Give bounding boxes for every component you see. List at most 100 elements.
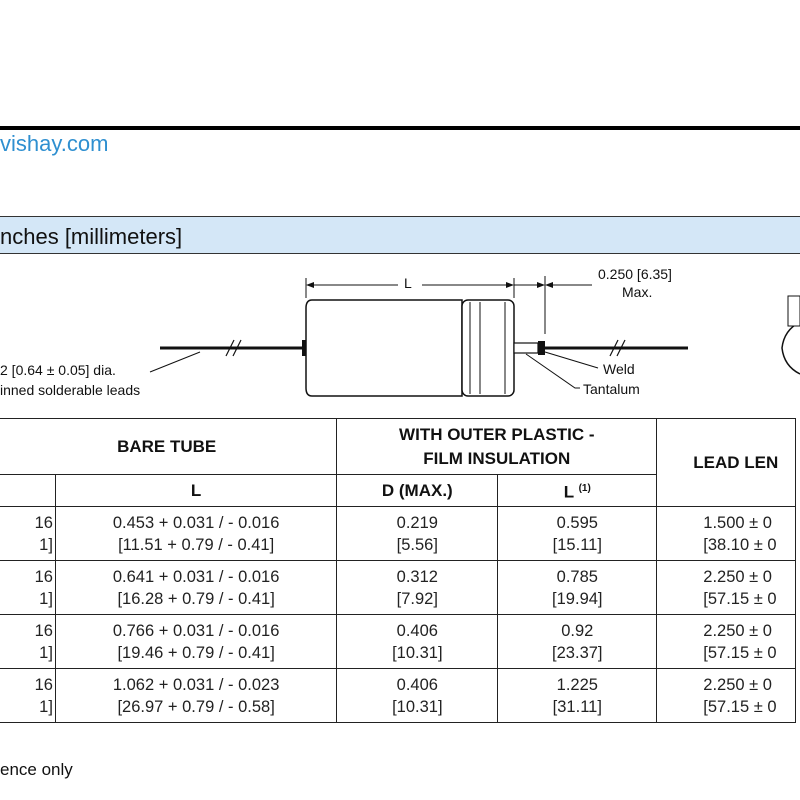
row-l2-inch: 0.92 — [561, 621, 594, 640]
footnote-text: ence only — [0, 760, 73, 779]
row-l-inch: 0.766 + 0.031 / - 0.016 — [112, 621, 280, 640]
section-title: nches [millimeters] — [0, 224, 183, 249]
row-lead-mm: [57.15 ± 0 — [703, 697, 777, 716]
row-l2-cell: 0.595[15.11] — [497, 506, 658, 561]
bare-tube-header: BARE TUBE — [0, 418, 338, 475]
l-arrow-right — [506, 282, 514, 288]
row-l-cell: 1.062 + 0.031 / - 0.023 [26.97 + 0.79 / -… — [54, 668, 338, 723]
row-lead-inch: 1.500 ± 0 — [703, 513, 772, 532]
col0-subheader-empty — [0, 474, 56, 507]
row-dmax-mm: [10.31] — [392, 697, 443, 716]
row-l2-mm: [31.11] — [552, 697, 602, 716]
dim-l-label: L — [404, 275, 412, 291]
row-lead-cell: 2.250 ± 0[57.15 ± 0 — [656, 614, 796, 669]
row-l-cell: 0.453 + 0.031 / - 0.016[11.51 + 0.79 / -… — [54, 506, 338, 561]
end-view-partial — [781, 321, 800, 375]
row-lead-cell: 2.250 ± 0 [57.15 ± 0 — [656, 560, 796, 615]
left-lead-break-2 — [232, 339, 242, 357]
row-col0-top: 16 — [34, 621, 53, 640]
col-l-header: L — [54, 474, 338, 507]
weld-leader — [544, 351, 599, 369]
lead-dia-label: 2 [0.64 ± 0.05] dia. — [0, 362, 116, 378]
row-l-mm: [26.97 + 0.79 / - 0.58] — [117, 697, 275, 716]
row-col0-top: 16 — [34, 675, 53, 694]
row-col0-bottom: 1] — [39, 643, 53, 662]
row-l-inch: 0.453 + 0.031 / - 0.016 — [112, 513, 280, 532]
row-dmax-cell: 0.312 [7.92] — [336, 560, 499, 615]
row-dmax-cell: 0.406 [10.31] — [336, 614, 499, 669]
row-l2-cell: 1.225 [31.11] — [497, 668, 658, 723]
row-lead-cell: 1.500 ± 0 [38.10 ± 0 — [656, 506, 796, 561]
dim-max-value: 0.250 [6.35] — [598, 266, 672, 282]
outer-plastic-header-line2: FILM INSULATION — [423, 448, 571, 468]
weld-label: Weld — [603, 361, 635, 377]
row-dmax-inch: 0.219 — [396, 513, 438, 532]
row-col0-top: 16 — [34, 513, 53, 532]
row-dmax-mm: [5.56] — [396, 535, 438, 554]
row-lead-cell: 2.250 ± 0 [57.15 ± 0 — [656, 668, 796, 723]
row-col0-bottom: 1] — [39, 697, 53, 716]
row-col0-bottom: 1] — [39, 589, 53, 608]
row-l-cell: 0.766 + 0.031 / - 0.016 [19.46 + 0.79 / -… — [54, 614, 338, 669]
row-dmax-mm: [10.31] — [392, 643, 443, 662]
right-lead-break-1 — [609, 339, 619, 357]
table-header-row-2: L D (MAX.) L (1) — [0, 474, 796, 507]
lead-dia-leader — [149, 351, 201, 373]
row-l2-mm: [23.37] — [552, 643, 603, 662]
lead-length-header: LEAD LEN — [656, 418, 796, 507]
row-dmax-inch: 0.312 — [396, 567, 438, 586]
row-l2-inch: 1.225 — [556, 675, 598, 694]
weld-block — [538, 341, 545, 355]
row-lead-inch: 2.250 ± 0 — [703, 567, 772, 586]
tantalum-leader — [525, 353, 580, 389]
col-l2-header: L (1) — [497, 474, 658, 507]
end-view-box — [787, 295, 800, 327]
row-lead-mm: [38.10 ± 0 — [703, 535, 777, 554]
l-arrow-left — [306, 282, 314, 288]
row-l-inch: 0.641 + 0.031 / - 0.016 — [112, 567, 280, 586]
row-lead-mm: [57.15 ± 0 — [703, 589, 777, 608]
capacitor-body — [305, 299, 463, 397]
row-l2-cell: 0.785 [19.94] — [497, 560, 658, 615]
tantalum-stub — [513, 342, 539, 354]
row-dmax-cell: 0.406 [10.31] — [336, 668, 499, 723]
row-l-mm: [16.28 + 0.79 / - 0.41] — [117, 589, 275, 608]
row-col0-bottom: 1] — [39, 535, 53, 554]
max-arrow-left — [537, 282, 545, 288]
dimensions-section-band: nches [millimeters] — [0, 216, 800, 254]
row-dmax-mm: [7.92] — [396, 589, 438, 608]
row-lead-inch: 2.250 ± 0 — [703, 675, 772, 694]
max-arrow-right — [545, 282, 553, 288]
row-l2-mm: [19.94] — [552, 589, 603, 608]
row-dmax-inch: 0.406 — [396, 621, 438, 640]
right-lead-break-2 — [616, 339, 626, 357]
dim-max-label: Max. — [622, 284, 653, 300]
body-left-end — [302, 340, 308, 356]
left-lead-break-1 — [225, 339, 235, 357]
lead-type-label: inned solderable leads — [0, 382, 141, 398]
row-l2-inch: 0.785 — [556, 567, 598, 586]
outer-plastic-header: WITH OUTER PLASTIC - FILM INSULATION — [336, 418, 658, 475]
row-l2-cell: 0.92 [23.37] — [497, 614, 658, 669]
row-l2-mm: [15.11] — [552, 535, 602, 554]
col-dmax-header: D (MAX.) — [336, 474, 499, 507]
row-l-inch: 1.062 + 0.031 / - 0.023 — [112, 675, 280, 694]
table-header-row-1: BARE TUBE WITH OUTER PLASTIC - FILM INSU… — [0, 418, 796, 507]
row-dmax-inch: 0.406 — [396, 675, 438, 694]
row-l-mm: [19.46 + 0.79 / - 0.41] — [117, 643, 275, 662]
vishay-url-link[interactable]: vishay.com — [0, 131, 109, 156]
outer-plastic-header-line1: WITH OUTER PLASTIC - — [399, 424, 595, 444]
col-l2-footnote-ref: (1) — [578, 482, 591, 494]
row-col0-top: 16 — [34, 567, 53, 586]
row-l-cell: 0.641 + 0.031 / - 0.016 [16.28 + 0.79 / -… — [54, 560, 338, 615]
row-dmax-cell: 0.219 [5.56] — [336, 506, 499, 561]
capacitor-outline-drawing — [149, 276, 800, 397]
row-lead-mm: [57.15 ± 0 — [703, 643, 777, 662]
